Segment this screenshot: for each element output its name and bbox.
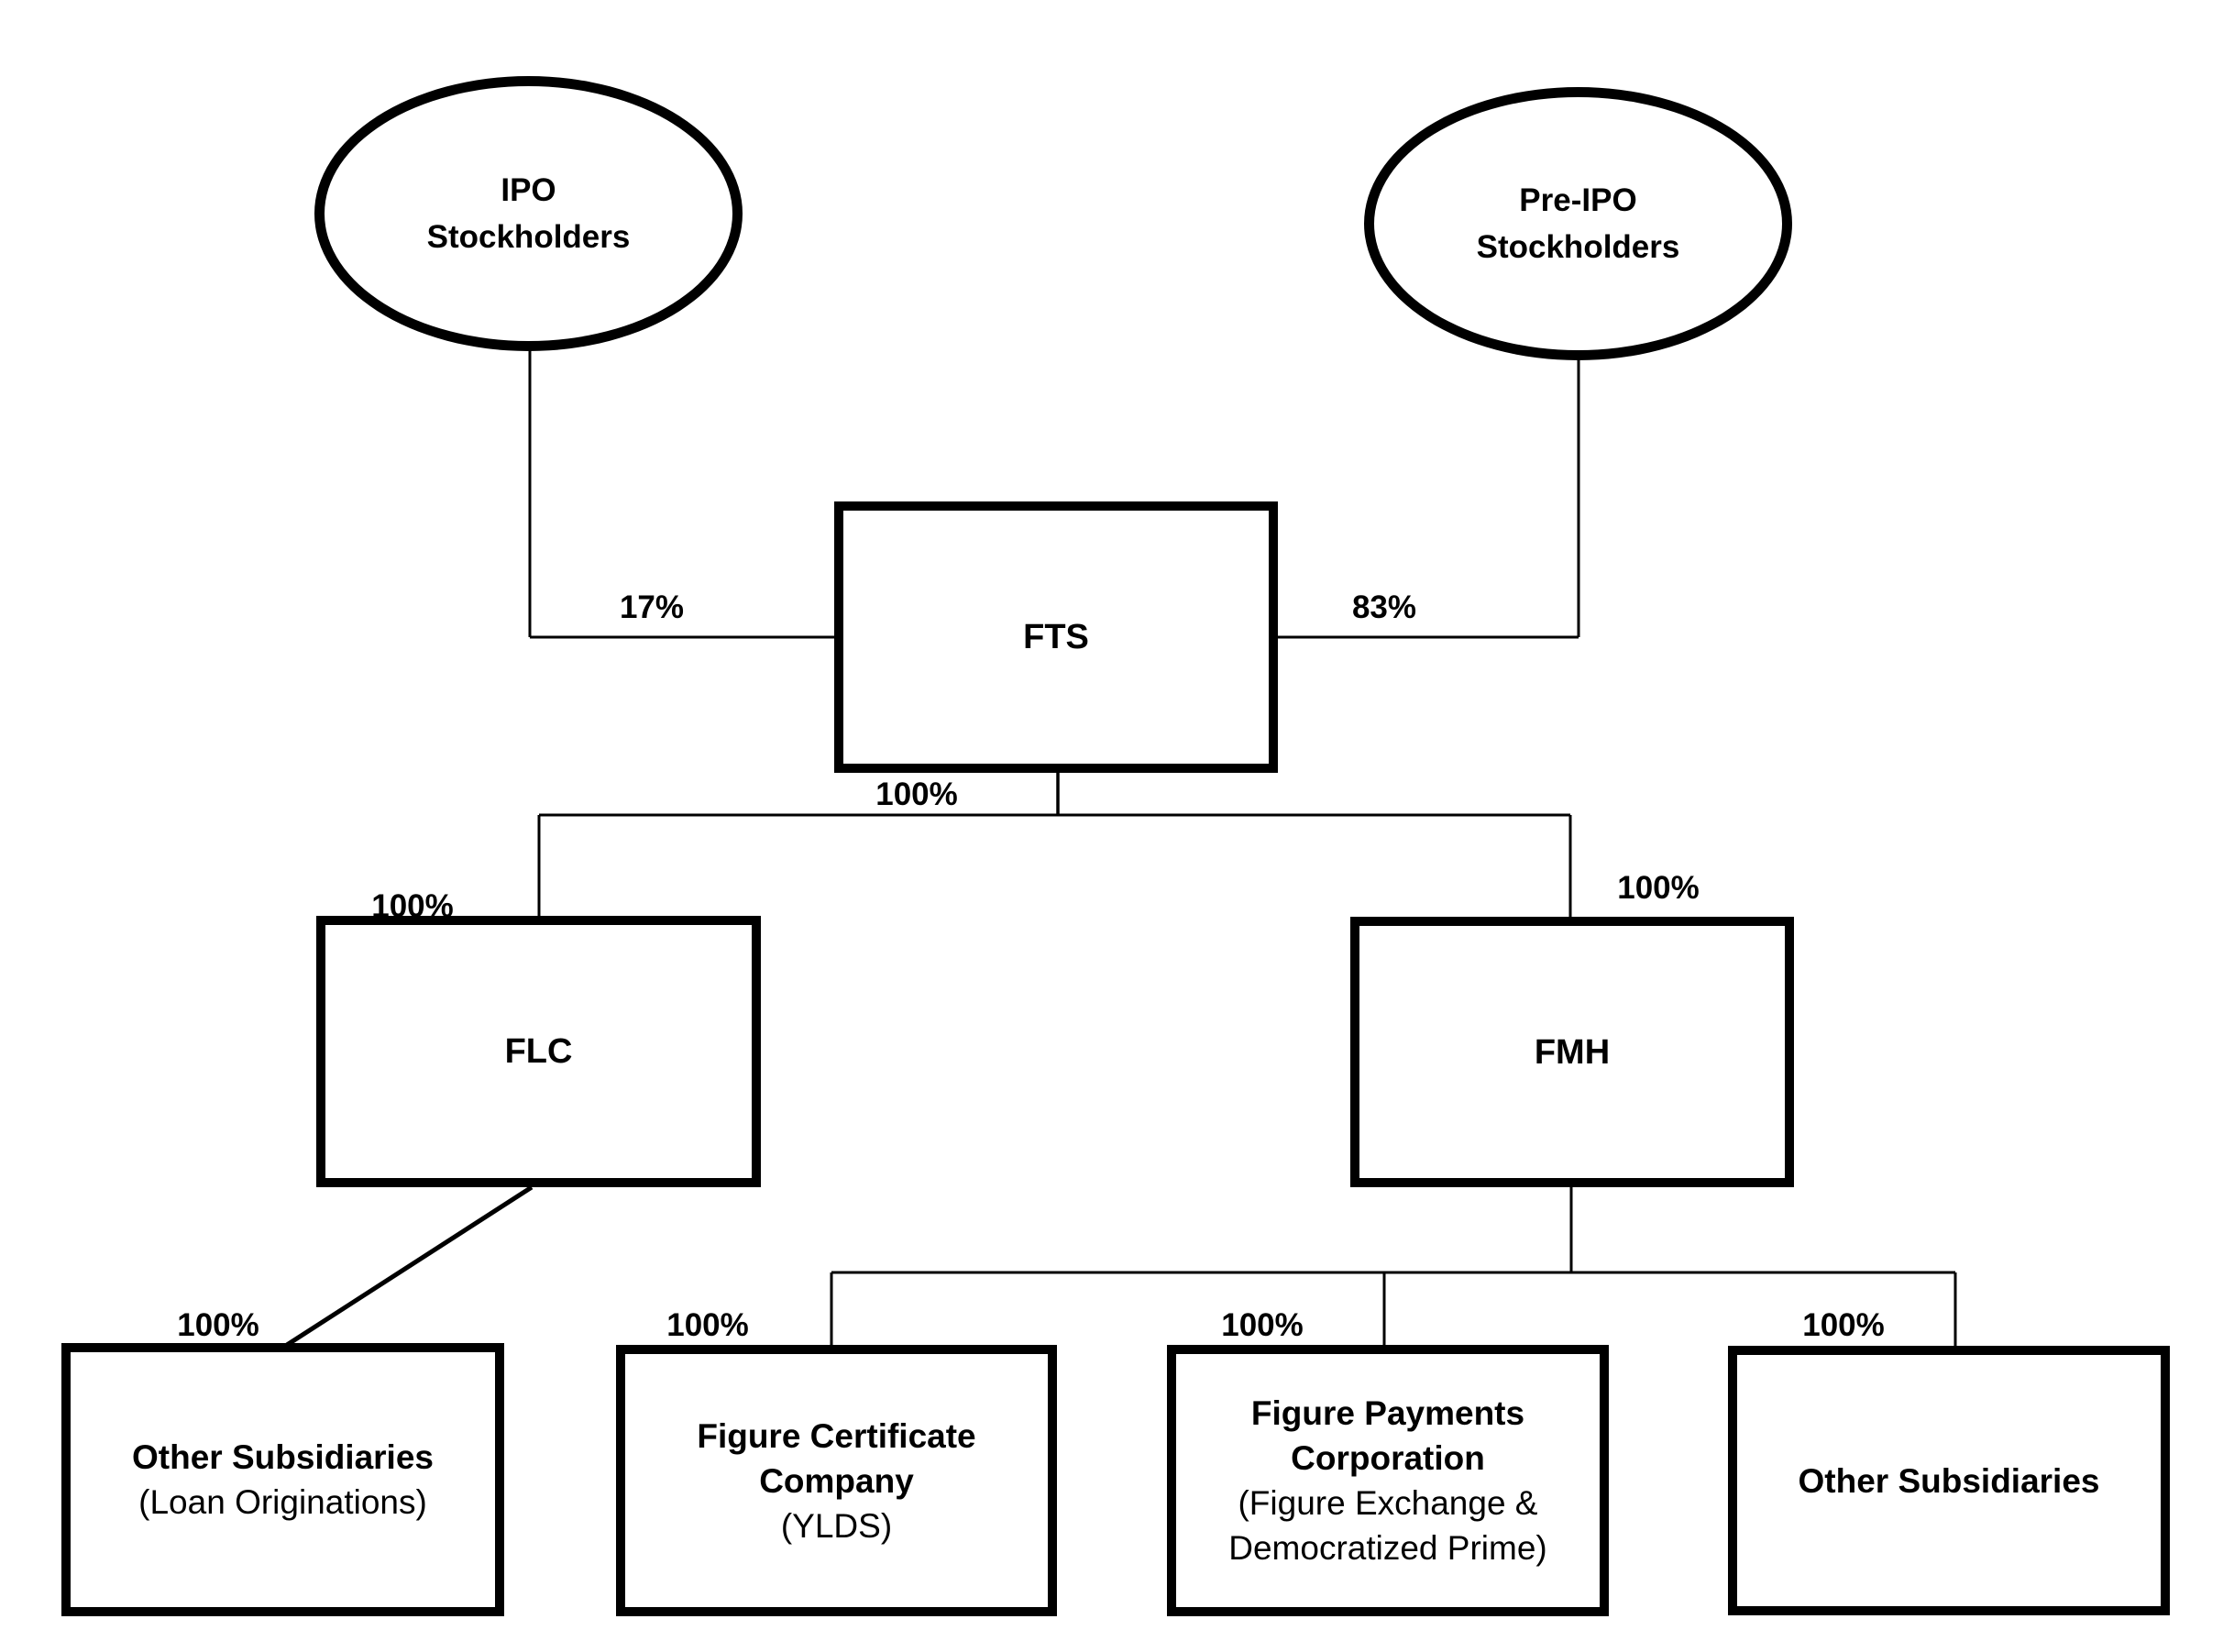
node-fts: FTS <box>834 501 1278 773</box>
ownership-label-figure-certificate: 100% <box>666 1307 749 1343</box>
node-other-subsidiaries-loan-name: Other Subsidiaries <box>132 1438 434 1476</box>
node-figure-certificate-company: Figure Certificate Company (YLDS) <box>616 1345 1057 1616</box>
ownership-label-flc: 100% <box>371 888 454 924</box>
node-figure-payments-corporation: Figure Payments Corporation (Figure Exch… <box>1167 1345 1609 1616</box>
node-figure-payments-desc-line1: (Figure Exchange & <box>1238 1484 1538 1522</box>
node-figure-certificate-name-line1: Figure Certificate <box>697 1416 976 1455</box>
ownership-label-fts-children: 100% <box>875 776 958 812</box>
node-figure-payments-desc-line2: Democratized Prime) <box>1228 1529 1547 1567</box>
node-figure-payments-name-line1: Figure Payments <box>1250 1394 1525 1432</box>
node-fmh-label: FMH <box>1534 1032 1611 1072</box>
node-figure-payments-name-line2: Corporation <box>1291 1439 1485 1477</box>
node-figure-certificate-name-line2: Company <box>759 1461 914 1500</box>
node-pre-ipo-stockholders-label-line1: Pre-IPO <box>1519 182 1637 218</box>
node-other-subsidiaries-loan: Other Subsidiaries (Loan Originations) <box>61 1343 504 1616</box>
node-figure-certificate-desc: (YLDS) <box>780 1506 893 1545</box>
node-other-subsidiaries-fmh-name: Other Subsidiaries <box>1798 1461 2100 1500</box>
node-pre-ipo-stockholders: Pre-IPO Stockholders <box>1364 87 1792 360</box>
ownership-label-figure-payments: 100% <box>1221 1307 1304 1343</box>
node-flc: FLC <box>316 916 761 1187</box>
ownership-label-other-subs-fmh: 100% <box>1802 1307 1885 1343</box>
ownership-label-fmh: 100% <box>1617 870 1700 906</box>
connector-flc-to-other-subs <box>285 1184 534 1348</box>
node-flc-label: FLC <box>504 1032 573 1071</box>
ownership-label-ipo-to-fts: 17% <box>619 589 685 625</box>
node-ipo-stockholders: IPO Stockholders <box>314 76 743 351</box>
node-ipo-stockholders-label-line1: IPO <box>501 172 556 208</box>
ownership-label-preipo-to-fts: 83% <box>1351 589 1417 625</box>
node-ipo-stockholders-label-line2: Stockholders <box>426 219 631 255</box>
node-other-subsidiaries-fmh: Other Subsidiaries <box>1728 1346 2170 1615</box>
node-pre-ipo-stockholders-label-line2: Stockholders <box>1476 229 1680 265</box>
ownership-label-other-subs-loan: 100% <box>177 1307 259 1343</box>
node-fmh: FMH <box>1350 917 1794 1187</box>
node-fts-label: FTS <box>1023 618 1089 656</box>
node-other-subsidiaries-loan-desc: (Loan Originations) <box>138 1483 427 1521</box>
